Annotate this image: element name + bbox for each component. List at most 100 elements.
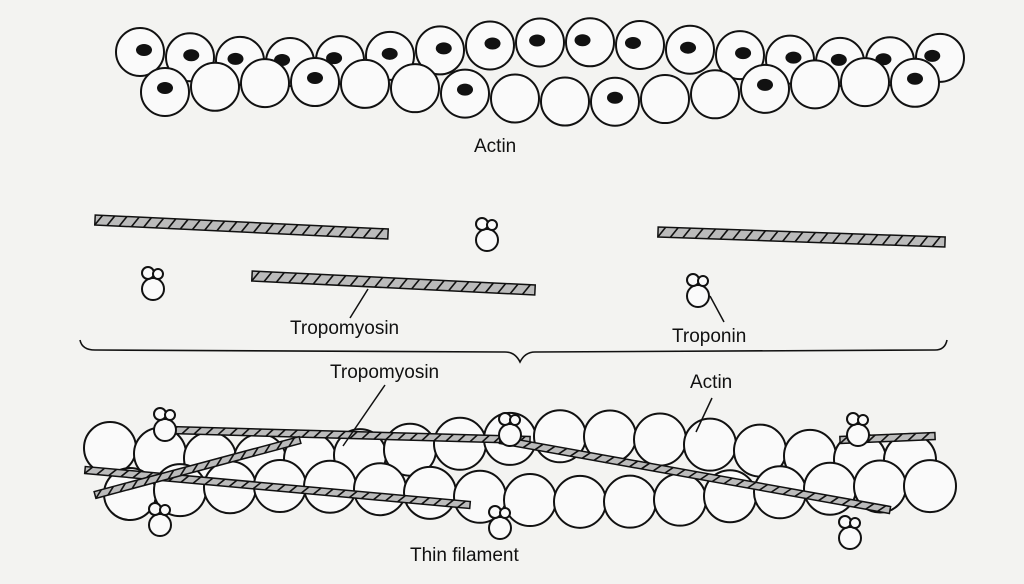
strand-twist (350, 227, 360, 238)
strand-twist (856, 233, 866, 245)
strand-twist (484, 282, 495, 294)
strand-twist (240, 221, 250, 233)
strand-twist (769, 230, 779, 242)
strand-twist (472, 281, 482, 293)
strand-twist (819, 232, 829, 244)
strand-twist (628, 460, 639, 468)
strand-twist (155, 217, 165, 229)
strand-twist (204, 220, 214, 231)
strand-twist (877, 505, 887, 512)
strand-twist (167, 218, 177, 229)
strand-twist (179, 218, 189, 230)
troponin-subunit (846, 423, 870, 447)
strand-twist (167, 469, 175, 480)
strand-twist (694, 228, 704, 239)
strand-twist (131, 479, 139, 490)
strand-twist (251, 447, 259, 457)
strand-outline (250, 270, 537, 296)
troponin-complex (838, 515, 862, 550)
strand-outline (657, 226, 946, 248)
actin-monomer (633, 412, 687, 467)
actin-monomer (803, 461, 857, 516)
actin-pointer (695, 397, 713, 433)
strand-twist (497, 283, 507, 294)
troponin-complex (148, 502, 172, 537)
strand-twist (558, 447, 568, 455)
actin-monomer (640, 74, 690, 125)
troponin-label-middle: Troponin (672, 326, 747, 347)
actin-monomer (240, 58, 290, 109)
troponin-subunit (164, 409, 176, 421)
strand-twist (324, 274, 335, 286)
actin-monomer (403, 465, 457, 520)
troponin-pointer (709, 295, 725, 323)
troponin-complex (498, 412, 522, 447)
strand-twist (265, 428, 274, 437)
strand-twist (411, 278, 421, 290)
strand-twist (469, 434, 478, 443)
strand-twist (781, 231, 792, 242)
actin-binding-dot (680, 41, 697, 54)
strand-twist (593, 454, 603, 462)
actin-monomer (603, 474, 657, 529)
strand-twist (921, 432, 930, 441)
strand-twist (338, 226, 348, 238)
tropomyosin-strand (83, 465, 472, 510)
strand-twist (264, 443, 271, 454)
strand-twist (337, 275, 347, 286)
strand-twist (205, 427, 214, 436)
actin-binding-dot (529, 34, 546, 47)
actin-binding-dot (136, 44, 152, 56)
actin-binding-dot (924, 49, 941, 62)
strand-twist (676, 468, 686, 476)
actin-monomer (690, 69, 740, 120)
strand-twist (509, 283, 519, 295)
strand-twist (107, 486, 115, 496)
actin-monomer (540, 76, 590, 127)
strand-twist (919, 235, 929, 247)
strand-twist (155, 473, 163, 483)
actin-binding-dot (607, 91, 623, 104)
actin-label-top: Actin (474, 136, 517, 157)
strand-twist (241, 428, 250, 437)
strand-twist (228, 221, 238, 232)
strand-twist (252, 222, 262, 234)
strand-twist (445, 499, 454, 507)
strand-twist (96, 467, 106, 476)
strand-twist (806, 492, 816, 500)
strand-twist (669, 227, 679, 238)
actin-label-bottom: Actin (690, 372, 733, 393)
actin-monomer (83, 421, 137, 475)
grouping-brace (79, 339, 948, 364)
strand-twist (215, 456, 223, 467)
troponin-subunit (152, 268, 164, 280)
strand-twist (301, 429, 310, 438)
strand-twist (521, 284, 531, 295)
strand-twist (747, 481, 757, 489)
strand-twist (640, 462, 650, 470)
strand-twist (227, 453, 235, 464)
strand-twist (252, 481, 262, 490)
actin-binding-dot (307, 72, 323, 85)
strand-twist (312, 487, 322, 495)
strand-twist (605, 456, 615, 464)
strand-twist (191, 463, 199, 473)
strand-twist (546, 445, 556, 453)
actin-monomer (340, 58, 390, 109)
actin-binding-dot (381, 47, 398, 60)
troponin-subunit (486, 219, 498, 231)
actin-strand-top (115, 17, 965, 127)
strand-twist (265, 223, 275, 234)
strand-twist (106, 215, 116, 227)
strand-twist (581, 452, 591, 459)
strand-twist (95, 489, 103, 499)
strand-twist (239, 450, 247, 460)
strand-twist (881, 234, 891, 246)
strand-twist (142, 217, 153, 228)
strand-twist (288, 437, 295, 448)
strand-twist (277, 223, 287, 235)
strand-twist (263, 271, 273, 283)
strand-twist (744, 229, 754, 241)
tropomyosin-strand (250, 270, 537, 296)
